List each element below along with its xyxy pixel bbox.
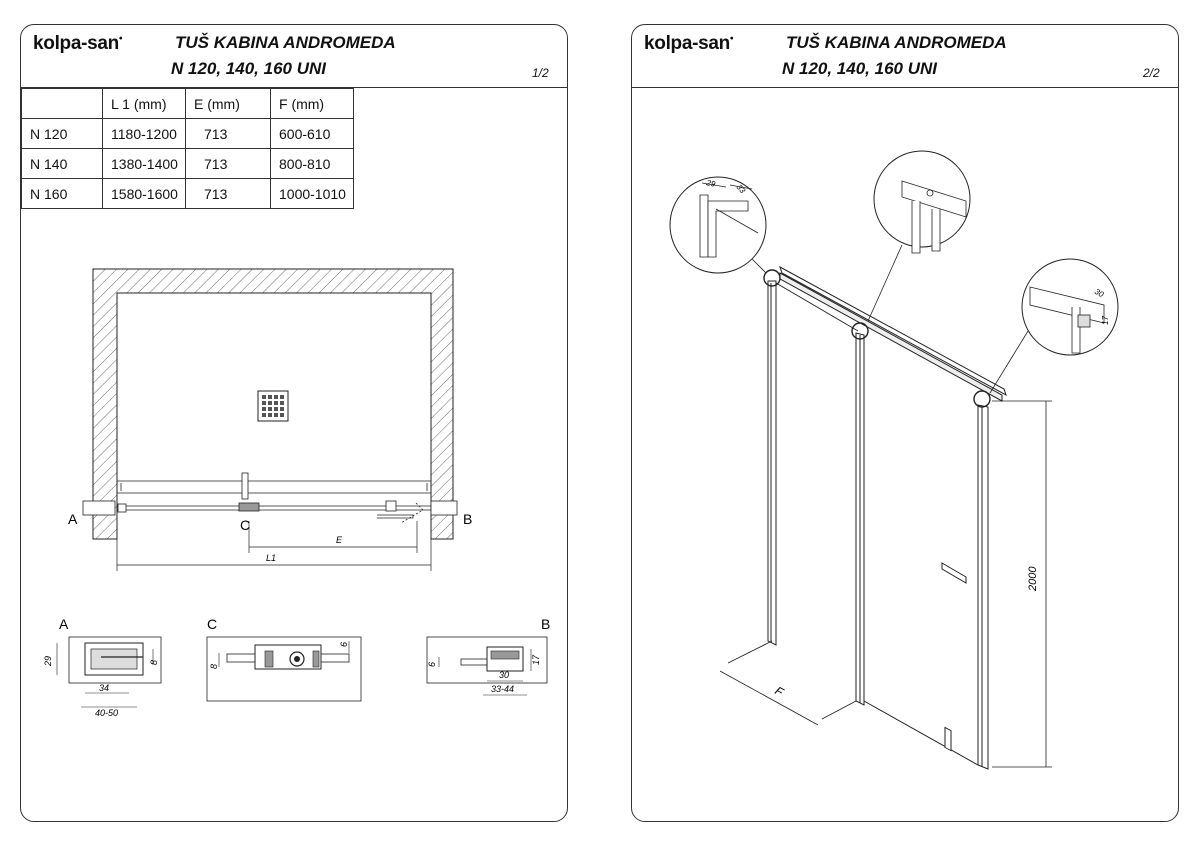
brand-logo: kolpa-san•: [33, 33, 123, 54]
dimension-label-f: F: [773, 683, 787, 699]
brand-logo: kolpa-san•: [644, 33, 734, 54]
plan-label-c: C: [240, 517, 250, 533]
fixed-panel: [767, 280, 859, 646]
page-number: 1/2: [532, 66, 549, 80]
table-row: N 140 1380-1400 713 800-810: [21, 148, 354, 179]
page-number: 2/2: [1143, 66, 1160, 80]
detail-callout-2: [851, 150, 971, 340]
logo-text: kolpa-san: [644, 33, 730, 54]
plan-label-b: B: [463, 511, 472, 527]
depth-dimension: [719, 640, 857, 726]
detail-callout-1: [669, 176, 781, 287]
plan-label-a: A: [68, 511, 78, 527]
detail-a-dim-range: 40-50: [95, 708, 118, 718]
plan-view-drawing: A B C E L1 A 29 8 34 40-50 C: [43, 268, 550, 718]
table-cell: 713: [185, 178, 271, 209]
detail-b-label: B: [541, 616, 550, 632]
detail-c-label: C: [207, 616, 217, 632]
dimension-table: L 1 (mm) E (mm) F (mm) N 120 1180-1200 7…: [21, 88, 354, 209]
table-cell: 713: [185, 148, 271, 179]
detail-b-dim-side: 6: [427, 662, 437, 667]
door-handle-icon: [941, 562, 967, 584]
sheet-title-line2: N 120, 140, 160 UNI: [171, 59, 326, 78]
sheet-title-line2: N 120, 140, 160 UNI: [782, 59, 937, 78]
detail-callout-3: [973, 258, 1119, 408]
detail-a-dim-width: 34: [99, 683, 109, 693]
table-cell: 713: [185, 118, 271, 149]
table-cell: 600-610: [270, 118, 354, 149]
floor-drain: [257, 390, 289, 422]
dimension-label-l1: L1: [266, 553, 276, 563]
table-cell: N 160: [21, 178, 103, 209]
sliding-door: [855, 332, 989, 770]
table-row: N 120 1180-1200 713 600-610: [21, 118, 354, 149]
height-dimension: [992, 400, 1052, 768]
isometric-view-drawing: F 2000 29 33: [669, 150, 1119, 770]
detail-a-dim-height: 29: [43, 656, 53, 667]
shower-rail: [82, 472, 458, 524]
header-divider: [21, 87, 567, 88]
detail-b: B 6 17 30 33-44: [426, 616, 550, 696]
header-divider: [632, 87, 1178, 88]
logo-text: kolpa-san: [33, 33, 119, 54]
top-rail: [779, 265, 1007, 402]
dimension-label-2000: 2000: [1027, 566, 1039, 592]
detail-a-dim-gap: 8: [149, 660, 159, 665]
table-cell: 1000-1010: [270, 178, 354, 209]
drawing-sheet-2: kolpa-san• TUŠ KABINA ANDROMEDA N 120, 1…: [631, 24, 1179, 822]
dimension-label-e: E: [336, 535, 343, 545]
table-cell: 1180-1200: [102, 118, 186, 149]
sheet-title-line1: TUŠ KABINA ANDROMEDA: [175, 33, 396, 52]
table-row: N 160 1580-1600 713 1000-1010: [21, 178, 354, 209]
drawing-sheet-1: kolpa-san• TUŠ KABINA ANDROMEDA N 120, 1…: [20, 24, 568, 822]
detail-a: A 29 8 34 40-50: [43, 616, 162, 718]
detail-b-dim-height: 17: [531, 654, 541, 665]
table-cell: N 140: [21, 148, 103, 179]
wall-outline: [92, 268, 454, 540]
detail-c-dim-top: 6: [339, 642, 349, 647]
table-header-cell: [21, 88, 103, 119]
detail-1-dim-a: 29: [705, 178, 717, 189]
detail-a-label: A: [59, 616, 69, 632]
sheet-title-line1: TUŠ KABINA ANDROMEDA: [786, 33, 1007, 52]
table-header-cell: E (mm): [185, 88, 271, 119]
detail-b-dim-range: 33-44: [491, 684, 514, 694]
detail-b-dim-width: 30: [499, 670, 509, 680]
detail-c: C 8 6: [206, 616, 362, 702]
dimension-lines: [116, 521, 432, 571]
detail-c-dim-side: 8: [209, 664, 219, 669]
detail-3-dim-b: 17: [1101, 316, 1110, 325]
